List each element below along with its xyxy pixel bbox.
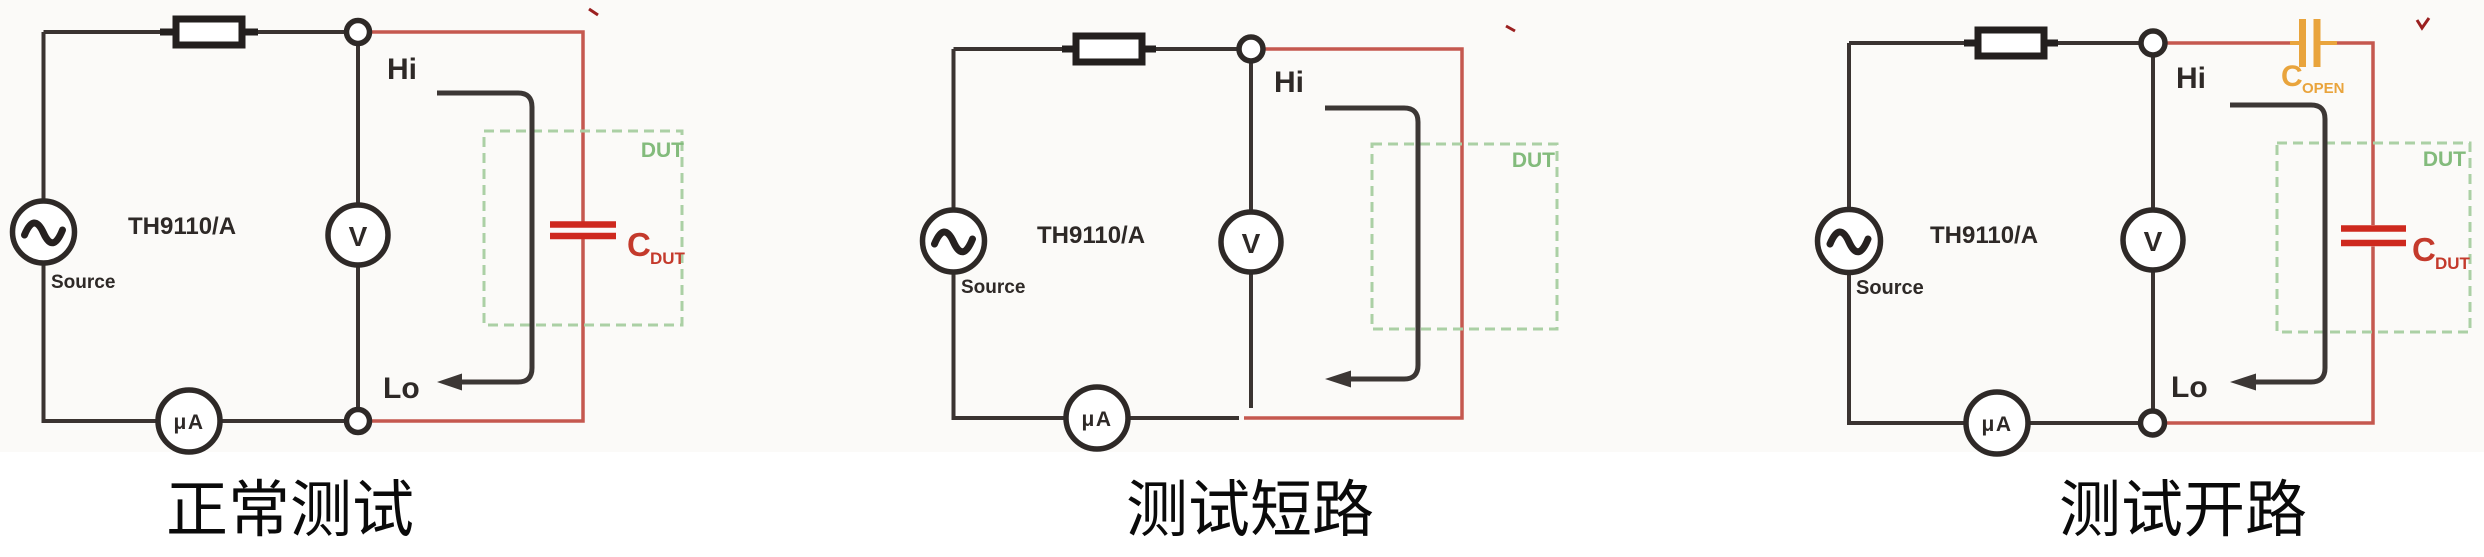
voltmeter-label: V	[1242, 228, 1261, 259]
dut-outline-box	[1370, 142, 1559, 331]
arrowhead-icon	[1325, 370, 1351, 388]
voltmeter-icon	[2120, 207, 2186, 273]
microammeter-icon	[155, 387, 223, 455]
lo-label: Lo	[383, 372, 420, 405]
scan-background	[0, 0, 830, 452]
dut-label: DUT	[641, 139, 684, 162]
ammeter-label: μA	[1081, 408, 1112, 431]
cdut-capacitor-icon	[2341, 225, 2406, 247]
hi-terminal-node	[1236, 34, 1266, 64]
microammeter-icon	[1963, 389, 2031, 457]
current-path-arrow	[1325, 105, 1421, 388]
ammeter-label: μA	[1981, 413, 2012, 436]
dut-outline-box	[2275, 141, 2472, 334]
ac-source-icon	[919, 207, 988, 275]
svg-text:DUT: DUT	[2435, 254, 2471, 273]
dut-label: DUT	[2423, 148, 2466, 171]
hi-terminal-node	[2138, 28, 2168, 58]
panel-caption: 测试开路	[2059, 476, 2307, 545]
svg-text:C: C	[2281, 60, 2303, 93]
hi-label: Hi	[1274, 66, 1304, 99]
current-path-arrow	[437, 90, 535, 391]
voltmeter-icon	[1218, 209, 1284, 275]
ac-source-icon	[9, 198, 78, 266]
panel-normal-test: DUT C DUT Source V	[0, 0, 830, 557]
copen-label: C OPEN	[2281, 60, 2345, 97]
lo-terminal-node	[2137, 408, 2168, 438]
dut-label: DUT	[1512, 149, 1555, 172]
voltmeter-label: V	[2144, 226, 2163, 257]
fuse-resistor-icon	[1062, 32, 1156, 66]
red-test-lead-wire	[1244, 47, 1464, 420]
circuit-wires	[951, 47, 1253, 420]
circuit-normal-test: DUT C DUT Source V	[0, 0, 830, 545]
arrowhead-icon	[437, 373, 462, 391]
voltmeter-icon	[325, 202, 391, 268]
device-model-label: TH9110/A	[128, 213, 236, 240]
ammeter-label: μA	[173, 411, 204, 434]
scan-artifact	[1505, 24, 1516, 33]
circuit-test-open: C OPEN DUT C DUT Source	[1660, 0, 2484, 545]
voltmeter-label: V	[349, 221, 368, 252]
current-path-arrow	[2230, 102, 2328, 391]
lo-label: Lo	[2171, 371, 2208, 404]
source-label: Source	[1856, 277, 1924, 299]
hi-terminal-node	[343, 17, 373, 47]
device-model-label: TH9110/A	[1037, 222, 1145, 249]
hi-label: Hi	[2176, 62, 2206, 95]
dut-outline-box	[482, 129, 684, 327]
cdut-label: C DUT	[2412, 231, 2471, 273]
panel-test-open: C OPEN DUT C DUT Source	[1660, 0, 2484, 557]
svg-text:C: C	[2412, 231, 2436, 268]
circuit-wires	[1847, 41, 2155, 425]
cdut-label: C DUT	[627, 226, 686, 268]
source-label: Source	[961, 277, 1025, 298]
red-test-lead-wire	[369, 30, 585, 423]
cdut-capacitor-icon	[550, 221, 616, 240]
arrowhead-icon	[2230, 373, 2256, 391]
svg-text:OPEN: OPEN	[2302, 80, 2345, 97]
microammeter-icon	[1063, 384, 1131, 452]
fuse-resistor-icon	[160, 15, 258, 49]
hi-label: Hi	[387, 53, 417, 86]
circuit-wires	[41, 30, 360, 423]
scan-artifact	[2415, 17, 2431, 31]
ac-source-icon	[1814, 206, 1884, 276]
panel-test-short: DUT Source V μA Hi TH9110/A 测试短路	[830, 0, 1660, 557]
copen-capacitor-icon	[2290, 19, 2337, 67]
panel-caption: 正常测试	[166, 476, 414, 545]
red-test-lead-wire	[2164, 41, 2375, 425]
device-model-label: TH9110/A	[1930, 222, 2038, 249]
fuse-resistor-icon	[1964, 26, 2058, 60]
svg-text:C: C	[627, 226, 651, 263]
circuit-test-short: DUT Source V μA Hi TH9110/A 测试短路	[830, 0, 1660, 545]
source-label: Source	[51, 272, 115, 293]
svg-text:DUT: DUT	[650, 249, 686, 268]
scan-artifact	[588, 7, 599, 17]
panel-caption: 测试短路	[1126, 476, 1374, 545]
lo-terminal-node	[343, 406, 373, 436]
